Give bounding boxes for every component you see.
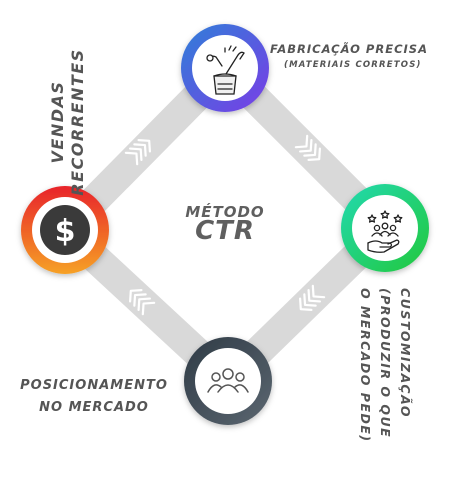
chevron-arrow [299,139,313,153]
bottom-node-label-line1: POSICIONAMENTO [20,378,168,393]
chevron-arrow [137,297,151,311]
chevron-arrow [129,289,143,303]
people-group-icon [207,368,249,393]
chevron-arrow [307,147,321,161]
chevron-arrow [124,151,139,166]
ctr-method-diagram: $ MÉTODO CTR FABRICAÇÃO PRECISA (MATERIA… [14,24,429,443]
left-node-label-line2: RECORRENTES [68,48,87,196]
bottom-node-label: POSICIONAMENTO NO MERCADO [14,375,174,419]
chevron-arrow [299,297,313,311]
chevron-arrow [307,289,321,303]
right-node-label-line2: (PRODUZIR O QUE [378,288,393,439]
node-bottom [184,337,272,425]
node-top-inner [192,35,258,101]
top-node-subtitle: (MATERIAIS CORRETOS) [284,60,422,70]
hand-rated-people-icon [367,210,403,253]
bottom-node-label-line2: NO MERCADO [39,400,149,415]
craft-jar-icon [206,45,245,95]
node-bottom-inner [195,348,261,414]
right-node-label: CUSTOMIZAÇÃO (PRODUZIR O QUE O MERCADO P… [355,288,415,488]
left-node-label-line1: VENDAS [48,80,67,164]
chevron-arrow [141,301,156,316]
flow-chevrons [124,134,326,316]
dollar-icon: $ [55,214,76,249]
chevron-arrow [311,284,326,299]
chevron-arrow [294,134,309,149]
left-node-label: VENDAS RECORRENTES [48,32,88,212]
right-node-label-line1: CUSTOMIZAÇÃO [398,288,413,419]
chevron-arrow [137,139,151,153]
top-node-title: FABRICAÇÃO PRECISA [270,42,428,56]
node-right [341,184,429,272]
chevron-arrow [129,147,143,161]
chevron-arrow [303,293,317,307]
node-left: $ [21,186,109,274]
chevron-arrow [133,293,147,307]
method-label: MÉTODO [185,203,265,221]
chevron-arrow [303,143,317,157]
diagram-canvas: $ [21,24,429,425]
chevron-arrow [133,143,147,157]
method-title: CTR [195,216,255,246]
node-top [181,24,269,112]
dollar-icon-badge [40,205,90,255]
right-node-label-line3: O MERCADO PEDE) [358,288,373,443]
